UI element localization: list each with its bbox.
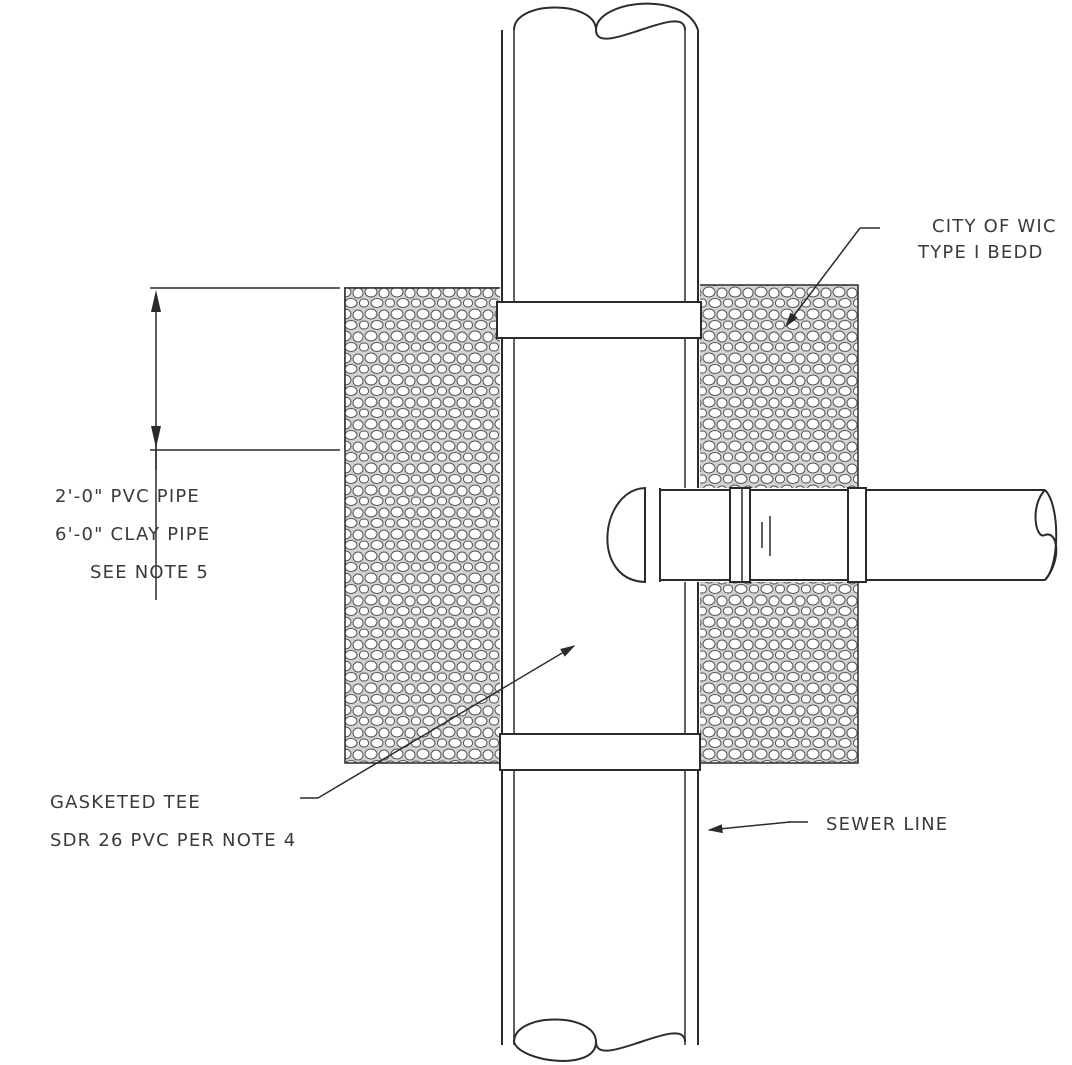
tee-label-line1: GASKETED TEE (50, 792, 201, 813)
dimension-label-line3: SEE NOTE 5 (90, 562, 209, 583)
dimension-label-line2: 6'-0" CLAY PIPE (55, 524, 210, 545)
sewer-line-label: SEWER LINE (826, 814, 948, 835)
sewer-leader (707, 821, 808, 834)
lower-gasket-band (499, 733, 701, 771)
bedding-label-line1: CITY OF WIC (932, 216, 1057, 237)
dimension-label-line1: 2'-0" PVC PIPE (55, 486, 200, 507)
branch-pipe (606, 486, 1058, 584)
bedding-leader (785, 227, 880, 328)
tee-leader (300, 645, 576, 799)
tee-label-line2: SDR 26 PVC PER NOTE 4 (50, 830, 296, 851)
bedding-label-line2: TYPE I BEDD (917, 242, 1044, 263)
upper-gasket-band (496, 301, 702, 339)
dimension-line (150, 287, 340, 600)
